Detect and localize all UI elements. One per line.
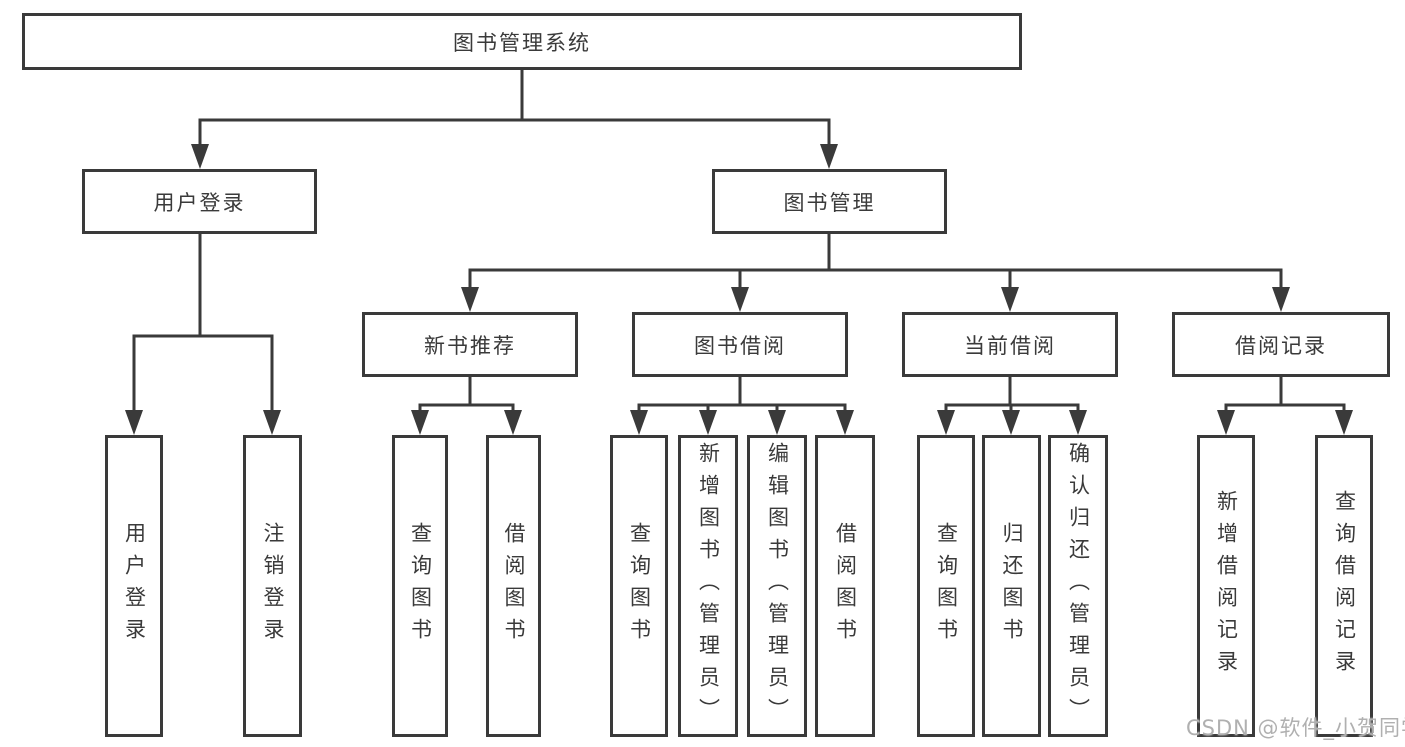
leaf-label: 编辑图书（管理员）	[765, 442, 790, 730]
leaf-label: 查询图书	[934, 522, 959, 650]
node-current-borrow: 当前借阅	[902, 312, 1118, 377]
leaf-label: 确认归还（管理员）	[1066, 442, 1091, 730]
leaf-return-books: 归还图书	[982, 435, 1041, 737]
leaf-user-login: 用户登录	[105, 435, 163, 737]
csdn-watermark: CSDN @软件_小贺同学	[1186, 716, 1405, 740]
node-new-book-recommend: 新书推荐	[362, 312, 578, 377]
leaf-edit-books-admin: 编辑图书（管理员）	[747, 435, 807, 737]
node-book-borrow: 图书借阅	[632, 312, 848, 377]
leaf-confirm-return-admin: 确认归还（管理员）	[1048, 435, 1108, 737]
leaf-query-books-2: 查询图书	[610, 435, 668, 737]
leaf-query-borrow-record: 查询借阅记录	[1315, 435, 1373, 737]
leaf-add-books-admin: 新增图书（管理员）	[678, 435, 738, 737]
leaf-query-books-1: 查询图书	[392, 435, 448, 737]
node-root-library-system: 图书管理系统	[22, 13, 1022, 70]
leaf-label: 查询借阅记录	[1332, 490, 1357, 682]
node-borrow-records: 借阅记录	[1172, 312, 1390, 377]
leaf-label: 新增图书（管理员）	[696, 442, 721, 730]
leaf-logout: 注销登录	[243, 435, 302, 737]
node-book-management: 图书管理	[712, 169, 947, 234]
leaf-borrow-books-2: 借阅图书	[815, 435, 875, 737]
leaf-label: 借阅图书	[502, 522, 526, 650]
node-user-login: 用户登录	[82, 169, 317, 234]
leaf-query-books-3: 查询图书	[917, 435, 975, 737]
leaf-borrow-books-1: 借阅图书	[486, 435, 541, 737]
leaf-label: 用户登录	[122, 522, 147, 650]
leaf-label: 归还图书	[1000, 522, 1024, 650]
leaf-add-borrow-record: 新增借阅记录	[1197, 435, 1255, 737]
leaf-label: 注销登录	[261, 522, 285, 650]
leaf-label: 查询图书	[627, 522, 652, 650]
leaf-label: 新增借阅记录	[1214, 490, 1239, 682]
leaf-label: 查询图书	[408, 522, 433, 650]
leaf-label: 借阅图书	[833, 522, 858, 650]
